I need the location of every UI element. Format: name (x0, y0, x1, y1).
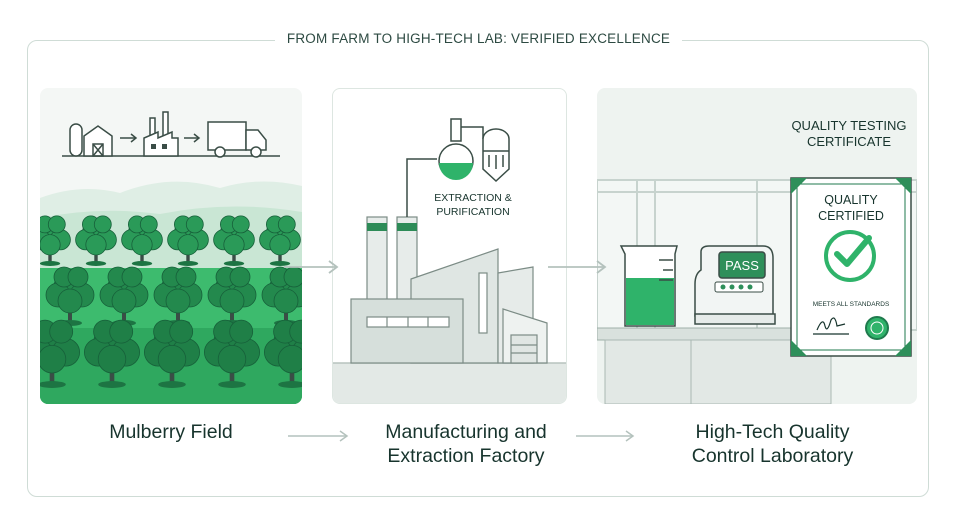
mulberry-tree (40, 319, 80, 388)
flask-icon (438, 118, 484, 180)
mulberry-tree (143, 319, 201, 388)
stage-caption-laboratory: High-Tech Quality Control Laboratory (691, 421, 854, 467)
certificate-note: MEETS ALL STANDARDS (813, 301, 890, 308)
process-label-line1: EXTRACTION & (434, 192, 512, 204)
mulberry-tree (263, 319, 302, 388)
mulberry-tree (213, 215, 255, 267)
mulberry-tree (261, 266, 302, 326)
arrow-icon (120, 133, 138, 143)
certificate-header-line2: CERTIFICATE (807, 134, 891, 149)
silo-barn-icon (69, 123, 113, 157)
stage-caption-factory: Manufacturing and Extraction Factory (385, 421, 547, 467)
storage-tank-icon (482, 128, 510, 183)
checkmark-icon (824, 230, 876, 282)
seal-icon (865, 316, 889, 340)
factory-illustration: EXTRACTION & PURIFICATION (333, 118, 566, 403)
smokestack (366, 216, 418, 306)
certificate-title-line2: CERTIFIED (818, 209, 884, 223)
beaker-icon (619, 245, 678, 327)
signature-icon (813, 317, 849, 335)
mulberry-field-illustration (40, 111, 302, 404)
mulberry-tree (84, 319, 141, 388)
certificate-header-line1: QUALITY TESTING (791, 118, 906, 133)
factory-icon (143, 111, 179, 157)
analyzer-display: PASS (725, 258, 759, 273)
caption-arrow (288, 430, 349, 442)
diagram-title: FROM FARM TO HIGH-TECH LAB: VERIFIED EXC… (0, 31, 957, 46)
arrow-icon (184, 133, 201, 143)
truck-icon (207, 121, 267, 158)
mulberry-tree (167, 215, 209, 267)
certificate-title-line1: QUALITY (824, 193, 878, 207)
mulberry-tree (203, 319, 261, 388)
quality-certificate (790, 177, 912, 357)
factory-panel: EXTRACTION & PURIFICATION (332, 88, 567, 404)
mulberry-tree-rows (40, 215, 302, 388)
mulberry-tree (259, 215, 301, 267)
mulberry-tree (75, 215, 117, 267)
laboratory-panel: PASS QUALITY TESTING CERTIFICATE QUALITY… (597, 88, 917, 404)
process-label-line2: PURIFICATION (436, 206, 509, 218)
mulberry-tree (207, 266, 257, 326)
analyzer-device (694, 245, 776, 325)
mulberry-tree (40, 215, 71, 267)
mulberry-tree (121, 215, 163, 267)
flow-arrow (284, 260, 339, 274)
stage-caption-mulberry-field: Mulberry Field (109, 421, 233, 443)
mulberry-field-panel (40, 88, 302, 404)
caption-arrow (576, 430, 635, 442)
mulberry-tree (99, 266, 149, 326)
factory-building (350, 248, 548, 364)
laboratory-illustration: PASS QUALITY TESTING CERTIFICATE QUALITY… (597, 118, 917, 404)
flow-arrow (548, 260, 607, 274)
